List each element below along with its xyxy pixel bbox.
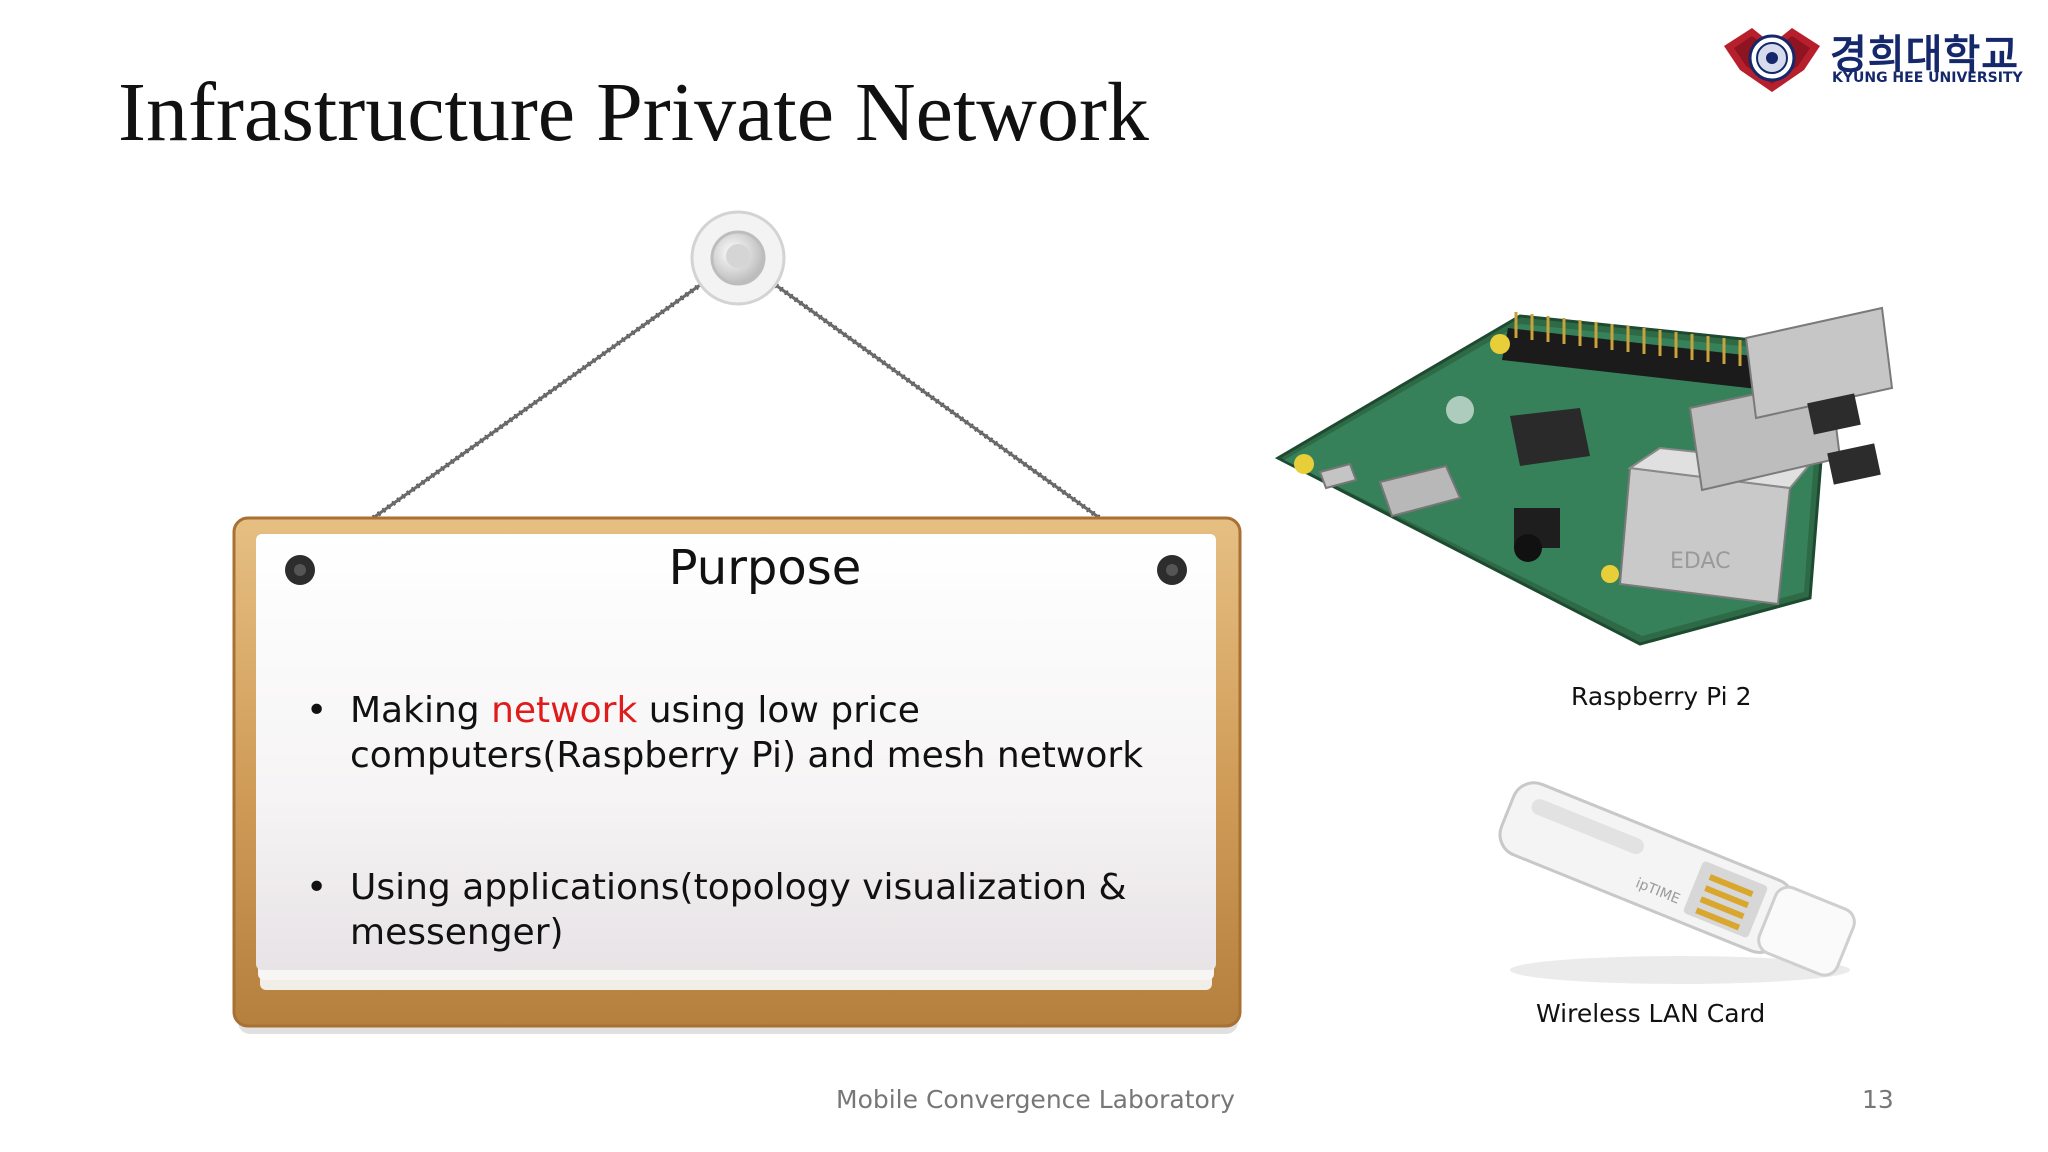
hanging-sign-graphic — [232, 210, 1242, 1034]
bullet-1-highlight: network — [491, 690, 638, 731]
wireless-lan-card-image: ipTIME — [1498, 781, 1856, 984]
bullet-2-line-1: Using applications(topology visualizatio… — [350, 867, 1127, 908]
bullet-1-line-2: computers(Raspberry Pi) and mesh network — [350, 735, 1144, 776]
logo-korean-name: 경희대학교 — [1830, 32, 2019, 78]
raspberry-pi-image: EDAC — [1274, 306, 1894, 646]
bullet-item-1: • Making network using low price compute… — [300, 688, 1160, 778]
logo-english-name: KYUNG HEE UNIVERSITY — [1832, 70, 2023, 86]
wireless-lan-card-caption: Wireless LAN Card — [1536, 999, 1766, 1028]
slide-number: 13 — [1862, 1085, 1894, 1114]
bullet-dot: • — [306, 690, 328, 731]
slide-title: Infrastructure Private Network — [118, 66, 1149, 159]
purpose-bullet-list: • Making network using low price compute… — [300, 688, 1160, 955]
sign-title: Purpose — [668, 540, 862, 596]
bullet-item-2: • Using applications(topology visualizat… — [300, 865, 1160, 955]
footer-lab-name: Mobile Convergence Laboratory — [836, 1085, 1235, 1114]
ethernet-label: EDAC — [1670, 549, 1730, 574]
bullet-2-line-2: messenger) — [350, 912, 564, 953]
university-emblem-icon — [1724, 28, 1820, 92]
raspberry-pi-caption: Raspberry Pi 2 — [1571, 682, 1752, 711]
bullet-dot: • — [306, 867, 328, 908]
bullet-1-text-end: using low price — [637, 690, 920, 731]
university-logo: 경희대학교 KYUNG HEE UNIVERSITY — [1720, 18, 2040, 98]
bullet-1-text-start: Making — [350, 690, 492, 731]
